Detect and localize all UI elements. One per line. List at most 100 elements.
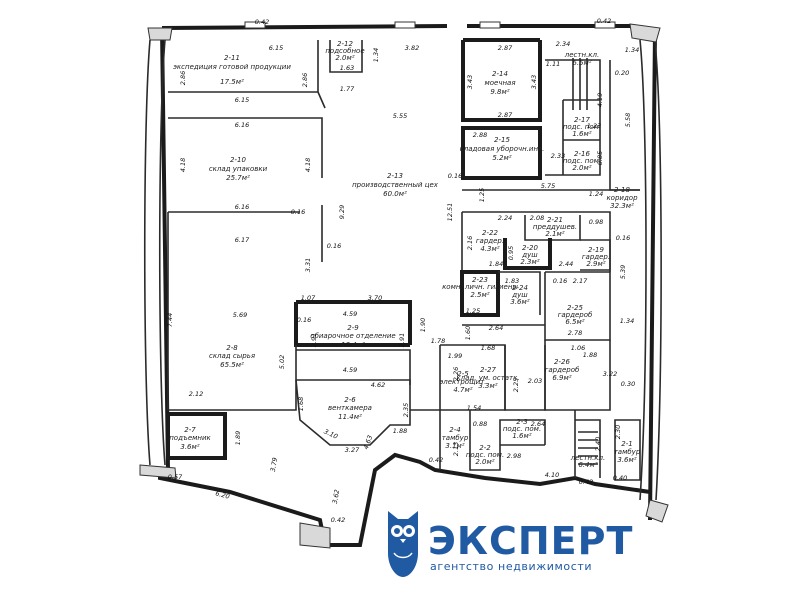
room-label: душ: [521, 251, 538, 259]
dimension-label: 1.24: [589, 190, 603, 198]
room-area: 4.3м²: [480, 245, 499, 253]
dimension-label: 6.16: [235, 203, 249, 211]
dimension-label: 2.64: [531, 420, 545, 428]
stairs: [572, 58, 598, 465]
dimension-label: 0.40: [613, 474, 627, 482]
dimension-label: 0.88: [473, 420, 487, 428]
room-label: 2-18: [614, 186, 630, 194]
room-area: 1.6м²: [572, 130, 591, 138]
dimension-label: 6.17: [235, 236, 250, 244]
dimension-label: 0.42: [597, 17, 611, 25]
room-label: 2-3: [516, 418, 527, 426]
dimension-label: 2.98: [507, 452, 521, 460]
dimension-label: 2.16: [466, 236, 474, 250]
room-label: 2-5: [457, 370, 469, 378]
dimension-label: 1.25: [478, 188, 486, 202]
exterior-walls: [139, 23, 669, 549]
room-label: склад сырья: [209, 352, 255, 360]
dimension-label: 5.39: [619, 265, 627, 279]
room-label: 2-15: [494, 136, 510, 144]
room-label: клад. ум. остатк.: [456, 374, 519, 382]
owl-icon: [388, 511, 418, 577]
room-label: 2-9: [347, 324, 359, 332]
dimension-label: 1.88: [583, 351, 597, 359]
dimension-label: 3.22: [603, 370, 617, 378]
dimension-label: 4.18: [179, 158, 187, 172]
dimension-label: 3.31: [304, 258, 312, 272]
dimension-label: 2.88: [473, 131, 487, 139]
room-area: 5.2м²: [492, 154, 511, 162]
room-label: 2-1: [621, 440, 632, 448]
dimension-label: 0.16: [297, 316, 311, 324]
room-label: склад упаковки: [209, 165, 268, 173]
room-area: 3.6м²: [617, 456, 636, 464]
dimension-label: 1.83: [505, 277, 519, 285]
dimension-labels: 0.42 0.42 6.15 2.86 2.86 1.34 1.77 1.63 …: [166, 17, 639, 524]
dimension-label: 5.55: [393, 112, 407, 120]
room-area: 1.6м²: [512, 432, 531, 440]
room-labels: 2-11 экспедиция готовой продукции 17.5м²…: [169, 40, 641, 469]
room-label: 2-22: [482, 229, 498, 237]
dimension-label: 0.16: [327, 242, 341, 250]
room-label: 2-6: [344, 396, 356, 404]
room-label: 2-20: [522, 244, 538, 252]
room-label: подс. пом.: [503, 425, 541, 433]
room-area: 3.1м²: [445, 442, 464, 450]
dimension-label: 2.17: [573, 277, 588, 285]
room-label: гардероб: [545, 366, 580, 374]
dimension-label: 0.95: [507, 246, 515, 260]
dimension-label: 1.60: [464, 326, 472, 340]
room-label: подсобное: [325, 47, 364, 55]
dimension-label: 3.43: [530, 75, 538, 89]
room-area: 32.3м²: [610, 202, 634, 210]
dimension-label: 5.75: [541, 182, 555, 190]
dimension-label: 2.91: [398, 333, 406, 347]
room-label: венткамера: [328, 404, 372, 412]
room-label: коридор: [606, 194, 638, 202]
room-label: гардероб: [558, 311, 593, 319]
dimension-label: 2.91: [310, 333, 318, 347]
room-label: производственный цех: [352, 181, 439, 189]
dimension-label: 2.34: [556, 40, 570, 48]
room-label: 2-14: [492, 70, 508, 78]
dimension-label: 3.82: [405, 44, 419, 52]
room-label: подс. пом.: [563, 123, 601, 131]
dimension-label: 3.43: [466, 75, 474, 89]
dimension-label: 5.69: [233, 311, 247, 319]
dimension-label: 2.26: [452, 367, 460, 381]
dimension-label: 2.33: [551, 152, 565, 160]
room-label: 2-4: [449, 426, 460, 434]
room-label: 2-7: [184, 426, 196, 434]
room-area: 3.3м²: [478, 382, 497, 390]
dimension-label: 6.15: [235, 96, 249, 104]
room-area: 4.7м²: [453, 386, 472, 394]
dimension-label: 2.24: [498, 214, 512, 222]
room-label: 2-13: [387, 172, 403, 180]
dimension-label: 2.86: [301, 73, 309, 87]
right-facade: [639, 39, 662, 501]
dimension-label: 12.51: [446, 203, 454, 222]
dimension-label: 0.42: [331, 516, 345, 524]
dimension-label: 1.89: [234, 431, 242, 445]
dimension-label: 5.02: [278, 355, 286, 369]
dimension-label: 1.34: [625, 46, 639, 54]
dimension-label: 1.68: [297, 397, 305, 411]
dimension-label: 1.11: [546, 60, 560, 68]
dimension-label: 0.30: [621, 380, 635, 388]
dimension-label: 5.58: [624, 113, 632, 127]
dimension-label: 2.08: [530, 214, 544, 222]
dimension-label: 3.27: [345, 446, 360, 454]
room-label: подъемник: [169, 434, 211, 442]
room-area: 2.3м²: [520, 258, 539, 266]
room-area: 2.1м²: [545, 230, 564, 238]
dimension-label: 3.70: [368, 294, 382, 302]
room-label: подс. пом.: [563, 157, 601, 165]
dimension-label: 2.44: [559, 260, 573, 268]
dimension-label: 2.25: [512, 378, 520, 392]
dimension-label: 1.84: [489, 260, 503, 268]
room-label: 2-8: [226, 344, 238, 352]
room-area: 65.5м²: [220, 361, 244, 369]
room-area: 6.5м²: [572, 59, 591, 67]
left-facade: [143, 39, 166, 466]
